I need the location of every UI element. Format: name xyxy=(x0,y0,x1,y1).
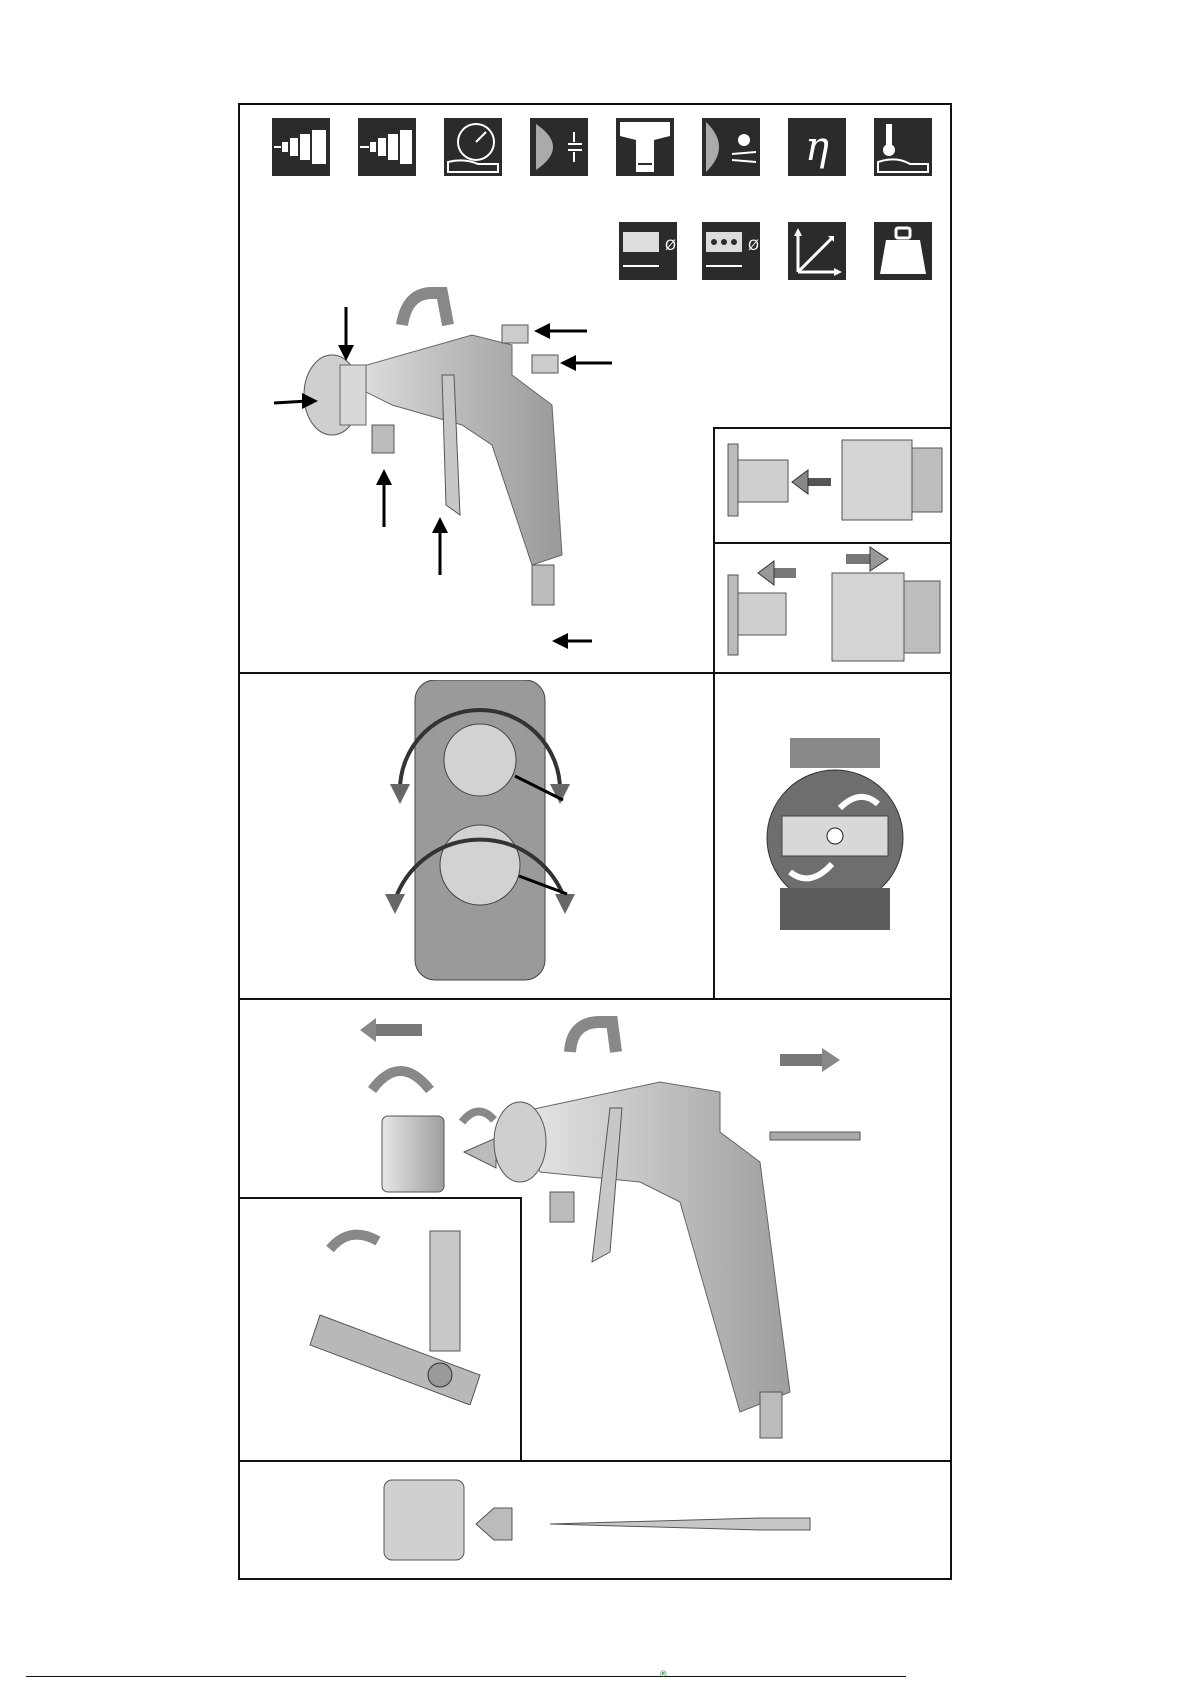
viscosity-icon: η xyxy=(788,118,846,176)
spray-width-icon xyxy=(616,118,674,176)
air-inlet-icon xyxy=(272,118,330,176)
spray-gun-overview-illustration xyxy=(262,285,642,670)
dimensions-icon xyxy=(788,222,846,280)
air-inlet-alt-icon xyxy=(358,118,416,176)
nozzle-gap-icon xyxy=(530,118,588,176)
coupling-connect-illustration xyxy=(716,430,949,541)
footer-mark: ® xyxy=(660,1669,667,1679)
temperature-icon xyxy=(874,118,932,176)
coupling-disconnect-illustration xyxy=(716,545,949,671)
hose-length-icon: Ø xyxy=(619,222,677,280)
svg-text:Ø: Ø xyxy=(665,238,676,254)
adjustment-knobs-illustration xyxy=(385,680,585,998)
footer-rule xyxy=(26,1676,906,1677)
nozzle-rotate-illustration xyxy=(760,738,910,930)
svg-text:Ø: Ø xyxy=(748,238,759,254)
spray-pattern-icon xyxy=(702,118,760,176)
svg-text:η: η xyxy=(805,124,829,170)
hose-diameter-icon: Ø xyxy=(702,222,760,280)
wrench-illustration xyxy=(300,1225,500,1405)
weight-icon xyxy=(874,222,932,280)
pressure-gauge-icon xyxy=(444,118,502,176)
parts-illustration xyxy=(380,1474,820,1564)
